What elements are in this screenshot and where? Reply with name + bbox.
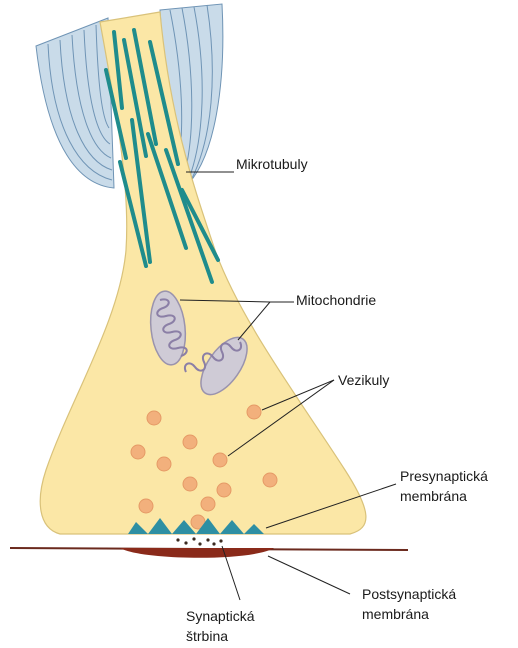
label-vesicles: Vezikuly <box>338 372 389 389</box>
vesicle <box>263 473 277 487</box>
label-presynaptic-line2: membrána <box>400 488 467 505</box>
vesicle <box>201 497 215 511</box>
vesicle <box>217 483 231 497</box>
vesicle <box>183 435 197 449</box>
label-cleft-line2: štrbina <box>186 628 228 645</box>
neurotransmitter-dots <box>176 537 222 545</box>
vesicle <box>183 477 197 491</box>
vesicle <box>157 457 171 471</box>
postsynaptic-density <box>120 548 274 558</box>
vesicle <box>131 445 145 459</box>
vesicle <box>213 453 227 467</box>
vesicle <box>139 499 153 513</box>
label-postsynaptic-line2: membrána <box>362 606 429 623</box>
vesicle <box>247 405 261 419</box>
label-microtubules: Mikrotubuly <box>236 156 308 173</box>
label-cleft-line1: Synaptická <box>186 608 254 625</box>
leader-postsynaptic <box>268 556 350 594</box>
label-mitochondria: Mitochondrie <box>296 292 376 309</box>
vesicle <box>147 411 161 425</box>
label-postsynaptic-line1: Postsynaptická <box>362 586 456 603</box>
label-presynaptic-line1: Presynaptická <box>400 468 488 485</box>
myelin-sheath-left <box>36 18 114 188</box>
